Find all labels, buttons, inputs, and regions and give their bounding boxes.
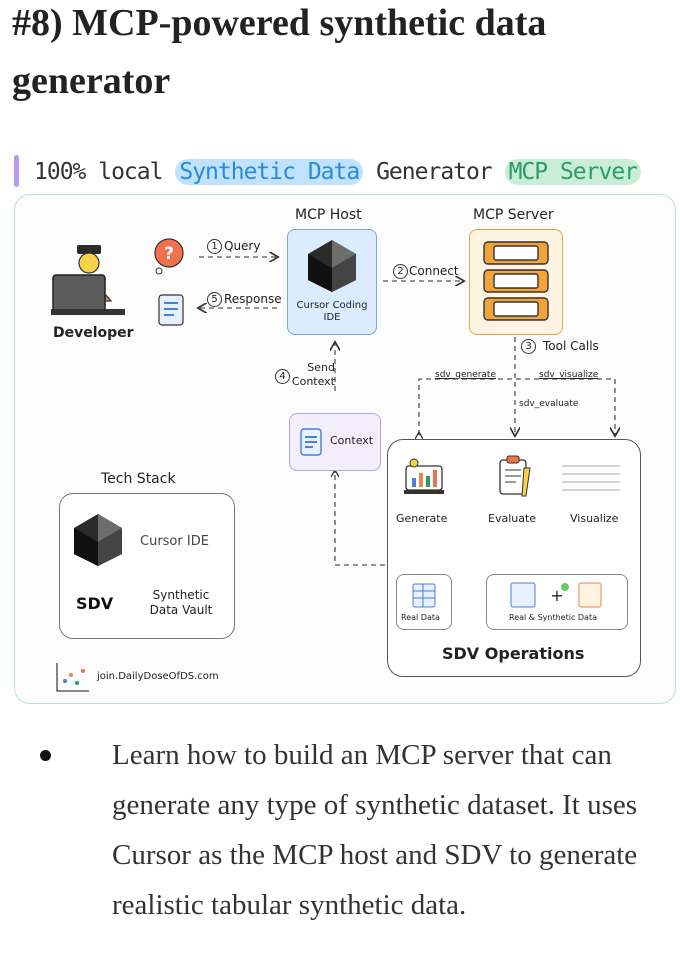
op-evaluate-label: Evaluate	[488, 512, 537, 525]
context-label: Context	[330, 434, 374, 447]
diagram-card: 100% local Synthetic Data Generator MCP …	[14, 150, 676, 704]
query-label: Query	[224, 239, 261, 253]
server-rack-icon	[483, 241, 549, 321]
banner-accent-bar	[14, 155, 19, 187]
developer-icon	[51, 245, 125, 315]
sdv-logo: SDV	[76, 594, 114, 613]
response-label: Response	[224, 292, 282, 306]
banner-prefix: 100% local	[34, 159, 163, 185]
tech-cursor-ide-label: Cursor IDE	[140, 534, 209, 549]
response-document-icon	[158, 294, 184, 326]
tech-cursor-logo-icon	[74, 514, 122, 566]
sdv-evaluate-label: sdv_evaluate	[519, 399, 579, 409]
bullet-marker	[40, 750, 51, 761]
generate-icon	[404, 458, 444, 494]
host-ide-label: Cursor Coding IDE	[296, 300, 368, 323]
svg-text:?: ?	[164, 244, 174, 264]
real-data-icon	[412, 583, 436, 608]
real-synthetic-data-icon: +	[510, 582, 602, 608]
mcp-server-title: MCP Server	[473, 207, 554, 223]
svg-text:+: +	[550, 586, 563, 605]
mcp-host-title: MCP Host	[295, 207, 362, 223]
banner-middle: Generator	[376, 159, 493, 185]
developer-label: Developer	[53, 325, 134, 341]
tool-calls-label: Tool Calls	[543, 339, 599, 353]
cursor-logo-icon	[308, 240, 356, 292]
real-data-label: Real Data	[401, 613, 440, 622]
real-data-box: Real Data	[396, 574, 452, 630]
tech-stack-box: Cursor IDE SDV Synthetic Data Vault	[59, 493, 235, 639]
context-document-icon	[300, 428, 322, 456]
architecture-diagram: Developer ? 1 Query 5 Response MCP Host	[14, 194, 676, 704]
tool-calls-step-number: 3	[521, 339, 536, 354]
mcp-host-box: Cursor Coding IDE	[287, 229, 377, 335]
tech-stack-title: Tech Stack	[101, 471, 176, 487]
watermark-text: join.DailyDoseOfDS.com	[97, 671, 219, 682]
send-context-label: Send Context	[291, 361, 335, 388]
connect-step-number: 2	[393, 264, 408, 279]
op-visualize-label: Visualize	[570, 512, 619, 525]
sdv-full-name: Synthetic Data Vault	[149, 588, 213, 617]
connector-lines	[15, 195, 675, 703]
developer-figure	[49, 243, 139, 323]
banner-highlight-mcp: MCP Server	[504, 159, 642, 185]
sdv-generate-label: sdv_generate	[435, 370, 497, 380]
banner-highlight-synthetic: Synthetic Data	[175, 159, 364, 185]
send-context-step-number: 4	[275, 369, 290, 384]
context-box: Context	[289, 413, 381, 471]
response-step-number: 5	[207, 292, 222, 307]
real-synthetic-data-label: Real & Synthetic Data	[509, 613, 597, 622]
page-heading: #8) MCP-powered synthetic data generator	[12, 2, 547, 102]
query-step-number: 1	[207, 239, 222, 254]
visualize-icon	[562, 465, 620, 491]
diagram-banner: 100% local Synthetic Data Generator MCP …	[34, 156, 642, 188]
sdv-visualize-label: sdv_visualize	[539, 370, 599, 380]
connect-label: Connect	[409, 264, 459, 278]
dailydose-logo-icon	[56, 663, 89, 692]
sdv-operations-panel: Generate Evaluate Visualize Real Data +	[387, 439, 641, 677]
evaluate-icon	[499, 455, 531, 497]
real-synthetic-data-box: + Real & Synthetic Data	[486, 574, 628, 630]
bullet-description: Learn how to build an MCP server that ca…	[112, 739, 638, 921]
mcp-server-box	[469, 229, 563, 335]
sdv-operations-label: SDV Operations	[442, 644, 585, 663]
question-icon: ?	[154, 238, 184, 275]
op-generate-label: Generate	[396, 512, 448, 525]
